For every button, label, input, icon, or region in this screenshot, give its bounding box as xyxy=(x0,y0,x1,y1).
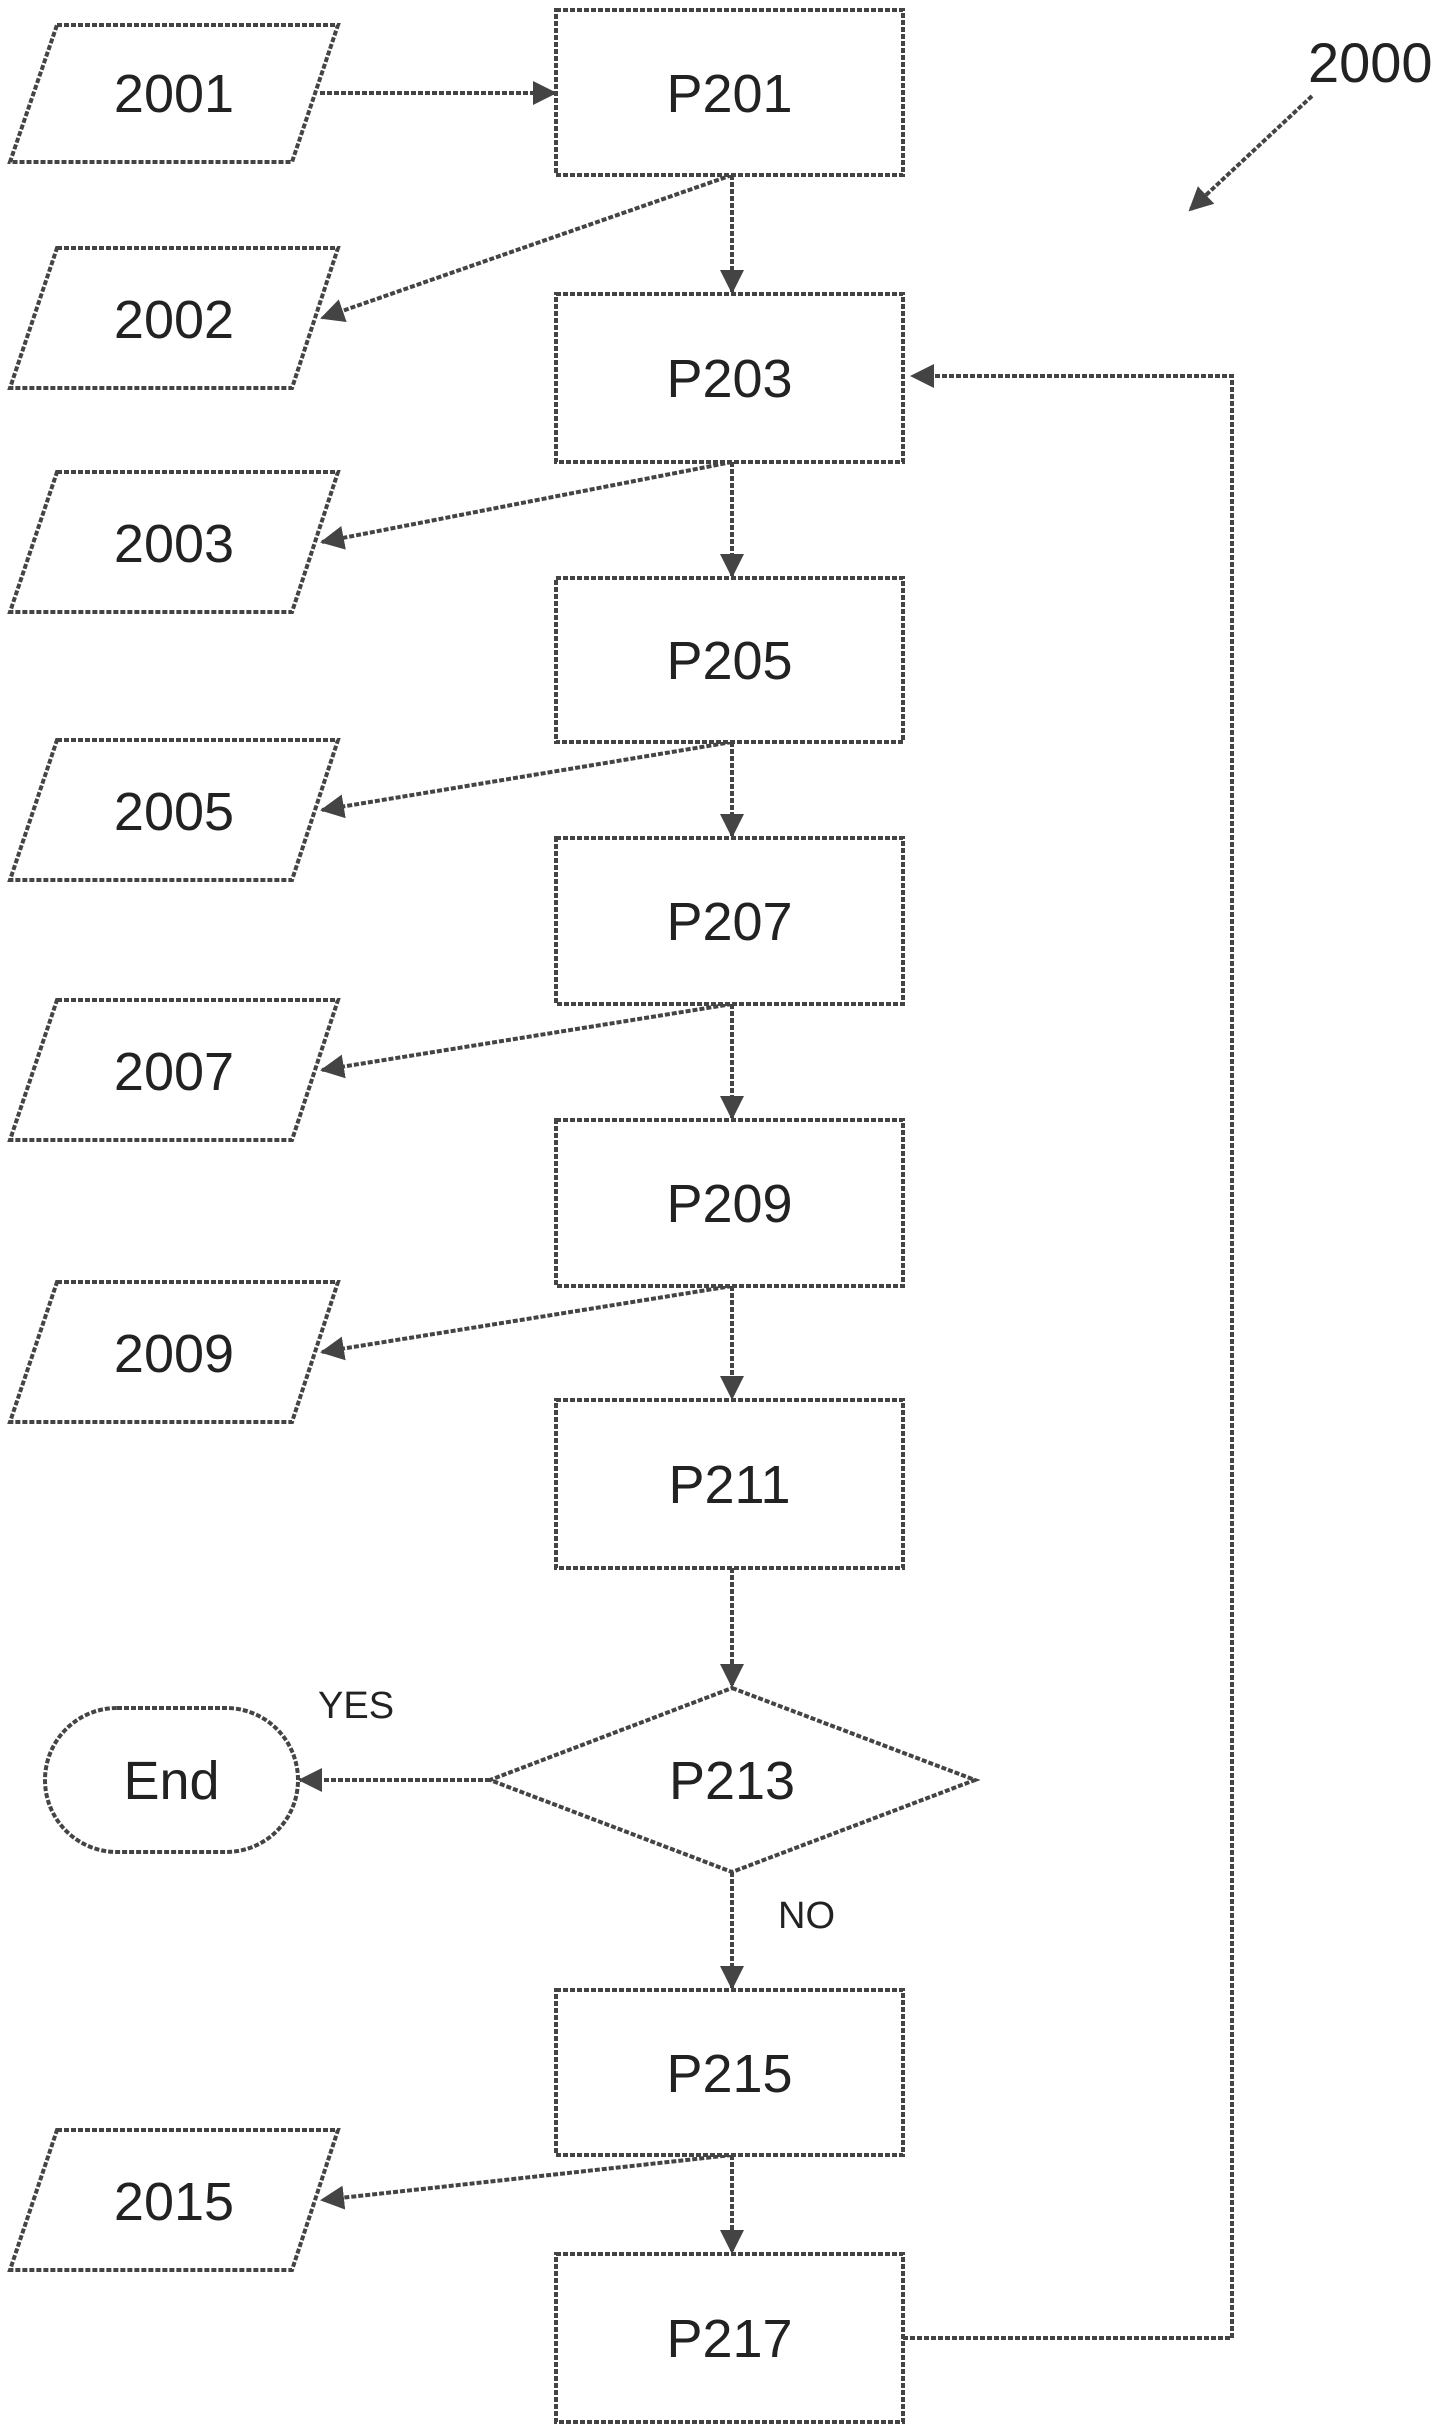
data-item-2015-label: 2015 xyxy=(114,2172,234,2232)
decision-p213-label: P213 xyxy=(669,1751,795,1811)
data-item-2001-label: 2001 xyxy=(114,64,234,124)
edge-p205-to-2005 xyxy=(322,742,732,810)
data-item-2009: 2009 xyxy=(10,1282,338,1422)
data-item-2009-label: 2009 xyxy=(114,1324,234,1384)
branch-label-no: NO xyxy=(778,1895,835,1937)
process-p215: P215 xyxy=(556,1990,903,2155)
data-items: 2001 2002 2003 2005 2007 2009 2015 xyxy=(10,25,338,2270)
data-item-2001: 2001 xyxy=(10,25,338,162)
data-item-2007-label: 2007 xyxy=(114,1042,234,1102)
process-p201-label: P201 xyxy=(666,64,792,124)
terminator-end-label: End xyxy=(123,1751,219,1811)
data-item-2002-label: 2002 xyxy=(114,290,234,350)
process-p217: P217 xyxy=(556,2254,903,2422)
process-p201: P201 xyxy=(556,10,903,175)
data-item-2003: 2003 xyxy=(10,472,338,612)
process-p215-label: P215 xyxy=(666,2044,792,2104)
edge-p203-to-2003 xyxy=(322,462,732,542)
process-p209-label: P209 xyxy=(666,1174,792,1234)
process-p217-label: P217 xyxy=(666,2309,792,2369)
process-p211-label: P211 xyxy=(668,1455,790,1515)
process-p203-label: P203 xyxy=(666,349,792,409)
figure-reference: 2000 xyxy=(1190,31,1433,210)
process-p209: P209 xyxy=(556,1120,903,1286)
terminator-end: End xyxy=(45,1708,298,1852)
data-item-2002: 2002 xyxy=(10,248,338,388)
branch-label-yes: YES xyxy=(318,1685,394,1727)
edge-p209-to-2009 xyxy=(322,1286,732,1352)
data-item-2005: 2005 xyxy=(10,740,338,880)
edge-p215-to-2015 xyxy=(322,2155,732,2200)
data-item-2015: 2015 xyxy=(10,2130,338,2270)
data-item-2005-label: 2005 xyxy=(114,782,234,842)
process-p203: P203 xyxy=(556,294,903,462)
process-boxes: P201 P203 P205 P207 P209 P211 P215 P217 xyxy=(556,10,903,2422)
process-p207: P207 xyxy=(556,838,903,1004)
process-p207-label: P207 xyxy=(666,892,792,952)
figure-reference-label: 2000 xyxy=(1308,31,1433,94)
process-p205-label: P205 xyxy=(666,631,792,691)
process-p211: P211 xyxy=(556,1400,903,1568)
decision-p213: P213 xyxy=(490,1688,975,1872)
process-p205: P205 xyxy=(556,578,903,742)
figure-reference-arrow xyxy=(1190,96,1312,210)
edge-p207-to-2007 xyxy=(322,1004,732,1070)
data-item-2003-label: 2003 xyxy=(114,514,234,574)
edge-p217-to-p203-loop xyxy=(903,376,1232,2338)
data-item-2007: 2007 xyxy=(10,1000,338,1140)
